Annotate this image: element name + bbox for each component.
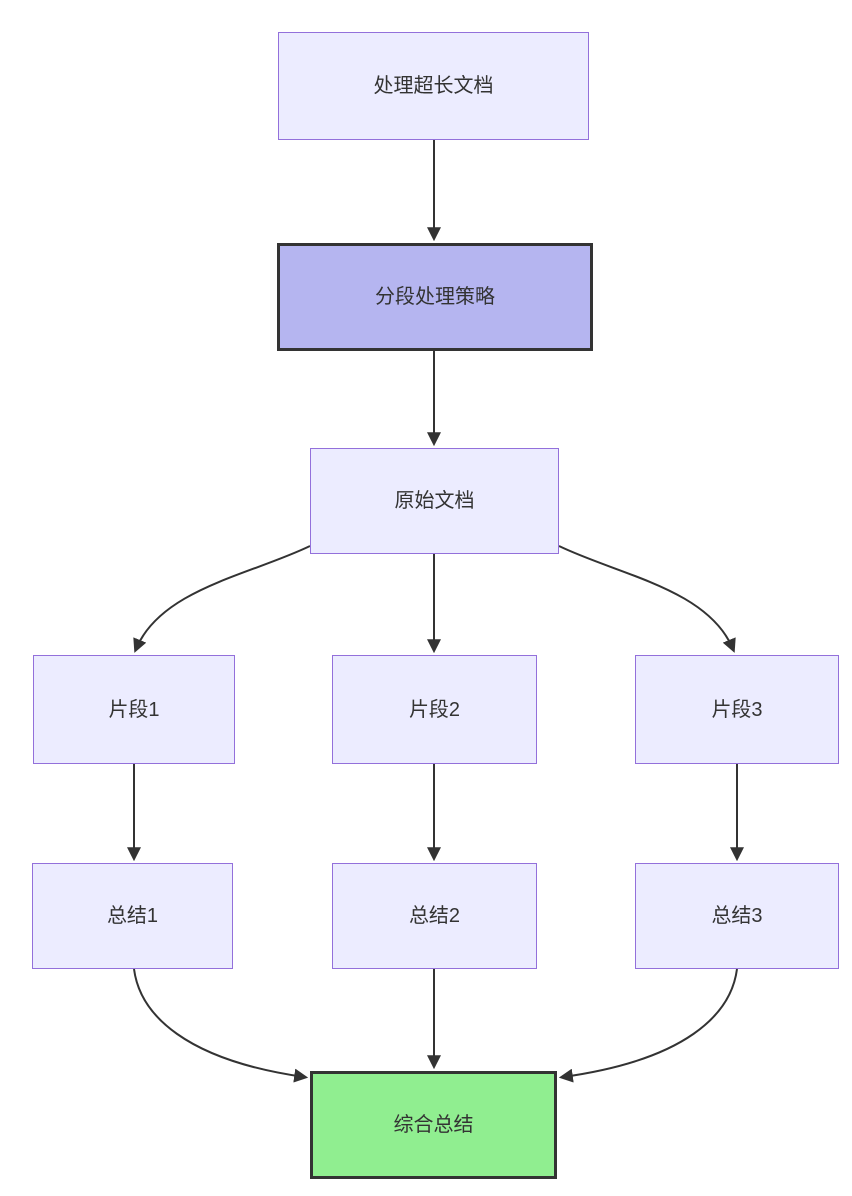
node-frag1: 片段1 [33,655,235,764]
node-sum2: 总结2 [332,863,537,969]
edge-original-frag3 [558,545,736,653]
edge-original-frag1 [133,545,311,653]
node-doc: 处理超长文档 [278,32,589,140]
node-sum3: 总结3 [635,863,839,969]
edge-sum1-final [133,968,309,1083]
node-sum1: 总结1 [32,863,233,969]
node-frag2: 片段2 [332,655,537,764]
edge-sum3-final [558,968,738,1083]
node-final: 综合总结 [310,1071,557,1179]
node-frag3: 片段3 [635,655,839,764]
node-strategy: 分段处理策略 [277,243,593,351]
node-original: 原始文档 [310,448,559,554]
